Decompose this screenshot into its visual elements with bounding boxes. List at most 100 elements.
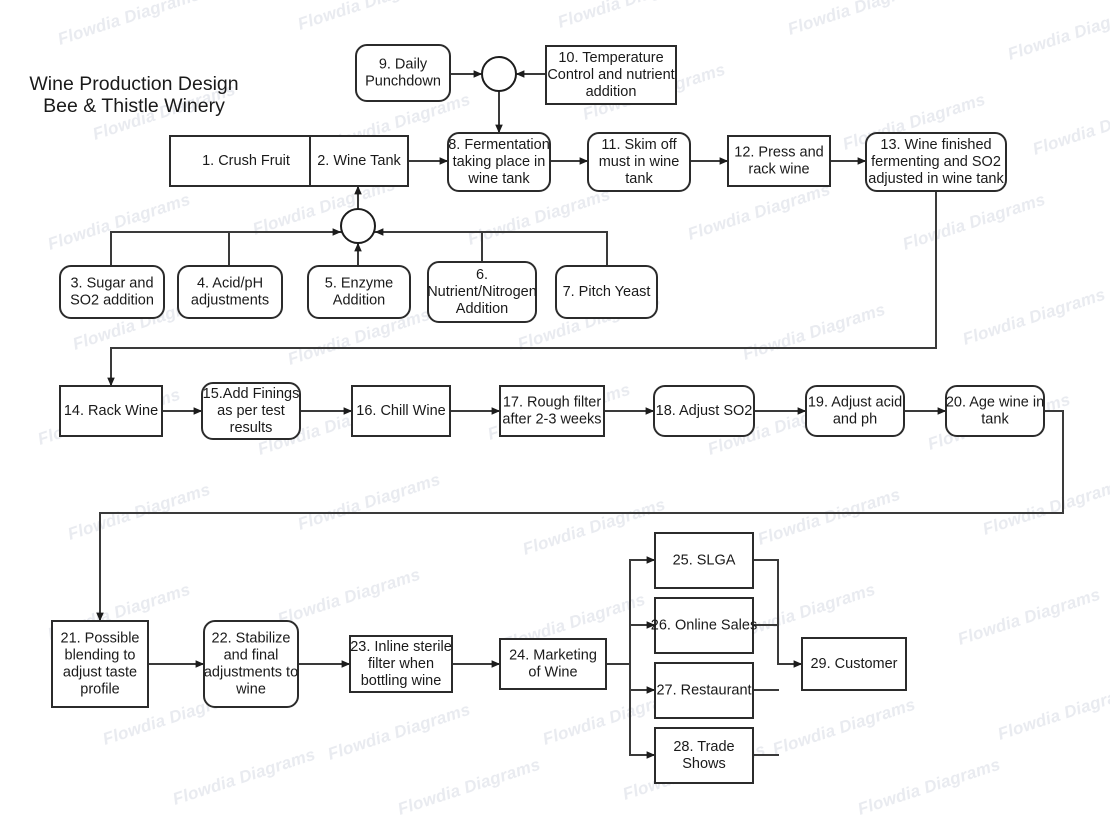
- watermark-label: Flowdia Diagrams: [555, 0, 702, 32]
- process-node-n1[interactable]: 1. Crush Fruit: [169, 135, 323, 187]
- node-box: [653, 385, 755, 437]
- watermark-label: Flowdia Diagrams: [55, 0, 202, 49]
- watermark-label: Flowdia Diagrams: [755, 485, 902, 549]
- node-box: [309, 135, 409, 187]
- connector-n6-to-j1: [374, 228, 483, 263]
- watermark-label: Flowdia Diagrams: [275, 565, 422, 629]
- node-box: [499, 385, 605, 437]
- node-label: 2. Wine Tank: [317, 153, 401, 169]
- watermark-label: Flowdia Diagrams: [65, 480, 212, 544]
- node-box: [59, 385, 163, 437]
- node-label: 29. Customer: [810, 656, 897, 672]
- process-node-n26[interactable]: 26. Online Sales: [651, 597, 757, 654]
- junction-node-j2[interactable]: [481, 56, 517, 92]
- node-box: [427, 261, 537, 323]
- node-box: [499, 638, 607, 690]
- connector-n24-to-n28: [629, 663, 656, 759]
- watermark-label: Flowdia Diagrams: [465, 185, 612, 249]
- node-label: 26. Online Sales: [651, 617, 757, 633]
- node-box: [654, 597, 754, 654]
- watermark-label: Flowdia Diagrams: [45, 190, 192, 254]
- watermark-label: Flowdia Diagrams: [1030, 95, 1110, 159]
- process-node-n27[interactable]: 27. Restaurant: [654, 662, 754, 719]
- watermark-label: Flowdia Diagrams: [295, 470, 442, 534]
- process-node-n29[interactable]: 29. Customer: [801, 637, 907, 691]
- node-box: [351, 385, 451, 437]
- watermark-label: Flowdia Diagrams: [960, 285, 1107, 349]
- connector-n7-to-j1: [481, 231, 608, 267]
- node-box: [349, 635, 453, 693]
- node-box: [654, 662, 754, 719]
- connector-n25-to-n29: [752, 559, 803, 668]
- title-line-2: Bee & Thistle Winery: [43, 95, 225, 117]
- process-node-n25[interactable]: 25. SLGA: [654, 532, 754, 589]
- connector-layer: [96, 70, 1064, 759]
- process-node-n18[interactable]: 18. Adjust SO2: [653, 385, 755, 437]
- connector-n13-to-n14: [107, 190, 937, 387]
- process-node-n14[interactable]: 14. Rack Wine: [59, 385, 163, 437]
- node-label: 16. Chill Wine: [356, 403, 445, 419]
- watermark-label: Flowdia Diagrams: [995, 680, 1110, 744]
- node-box: [654, 727, 754, 784]
- connector-n3-to-j1: [110, 228, 342, 267]
- node-box: [865, 132, 1007, 192]
- node-label: 25. SLGA: [673, 552, 736, 568]
- process-node-n2[interactable]: 2. Wine Tank: [309, 135, 409, 187]
- junction-node-j1[interactable]: [340, 208, 376, 244]
- watermark-label: Flowdia Diagrams: [740, 300, 887, 364]
- node-box: [555, 265, 658, 319]
- process-node-n16[interactable]: 16. Chill Wine: [351, 385, 451, 437]
- node-box: [447, 132, 551, 192]
- connector-n24-to-n27: [629, 663, 656, 694]
- title-line-1: Wine Production Design: [29, 73, 238, 95]
- watermark-label: Flowdia Diagrams: [980, 475, 1110, 539]
- watermark-label: Flowdia Diagrams: [770, 695, 917, 759]
- watermark-label: Flowdia Diagrams: [520, 495, 667, 559]
- node-box: [727, 135, 831, 187]
- node-label: 27. Restaurant: [656, 682, 751, 698]
- watermark-label: Flowdia Diagrams: [685, 180, 832, 244]
- watermark-label: Flowdia Diagrams: [955, 585, 1102, 649]
- node-box: [203, 620, 299, 708]
- watermark-label: Flowdia Diagrams: [295, 0, 442, 34]
- diagram-title: Wine Production Design Bee & Thistle Win…: [29, 73, 238, 117]
- node-box: [59, 265, 165, 319]
- process-node-n7[interactable]: 7. Pitch Yeast: [555, 265, 658, 319]
